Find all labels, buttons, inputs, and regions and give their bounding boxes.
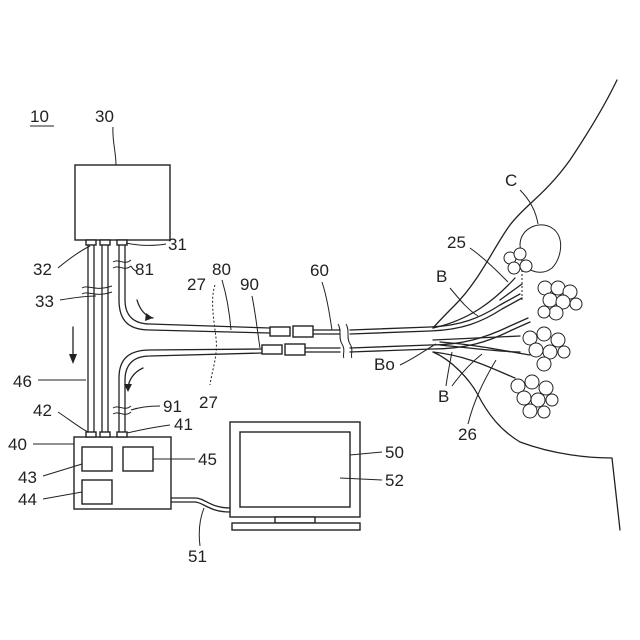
label-25: 25 [447, 233, 466, 252]
label-44: 44 [18, 490, 37, 509]
label-80: 80 [212, 260, 231, 279]
label-52: 52 [385, 471, 404, 490]
label-46: 46 [13, 372, 32, 391]
connector-80-a [270, 327, 290, 336]
label-51: 51 [188, 547, 207, 566]
label-41: 41 [174, 415, 193, 434]
arrow-80-flow [137, 300, 153, 318]
leader-30 [113, 127, 116, 165]
arrow-46-head [69, 354, 77, 364]
alveoli-cluster-3 [523, 327, 570, 371]
port-31 [117, 240, 127, 245]
port-41 [117, 432, 127, 437]
line-break-81 [113, 260, 131, 268]
sheath-break [338, 324, 352, 358]
label-b-bottom: B [438, 387, 449, 406]
label-60: 60 [310, 261, 329, 280]
label-27-lower: 27 [199, 393, 218, 412]
label-33: 33 [35, 292, 54, 311]
unit-30-box [75, 165, 170, 240]
label-bo: Bo [374, 355, 395, 374]
port-42b [100, 432, 110, 437]
line-break-91 [113, 406, 131, 414]
monitor-base [232, 523, 360, 530]
label-42: 42 [33, 401, 52, 420]
branch-b-lower-wall [433, 352, 515, 378]
label-b-top: B [436, 267, 447, 286]
label-43: 43 [18, 468, 37, 487]
sub-unit-45 [123, 447, 153, 471]
label-90: 90 [240, 275, 259, 294]
label-50: 50 [385, 443, 404, 462]
label-27-upper: 27 [187, 275, 206, 294]
label-system-10: 10 [30, 107, 49, 126]
connector-90-b [285, 344, 305, 355]
screen-52 [240, 432, 350, 507]
connector-80-b [293, 326, 313, 337]
probe-25 [500, 284, 522, 300]
sub-unit-43 [82, 447, 112, 471]
label-26: 26 [458, 425, 477, 444]
body-outline [433, 80, 620, 530]
label-81: 81 [135, 260, 154, 279]
port-32a [86, 240, 96, 245]
sheath-60 [313, 294, 520, 330]
label-31: 31 [168, 235, 187, 254]
alveoli-cluster-4 [511, 375, 558, 418]
label-c: C [505, 171, 517, 190]
alveoli-cluster-2 [538, 281, 582, 320]
port-32b [100, 240, 110, 245]
monitor-neck [275, 517, 315, 523]
label-45: 45 [198, 450, 217, 469]
marker-27 [210, 285, 216, 385]
connector-90-a [262, 345, 282, 354]
port-42a [86, 432, 96, 437]
label-32: 32 [33, 260, 52, 279]
sub-unit-44 [82, 480, 112, 504]
label-91: 91 [163, 397, 182, 416]
label-unit-30: 30 [95, 107, 114, 126]
label-40: 40 [8, 435, 27, 454]
